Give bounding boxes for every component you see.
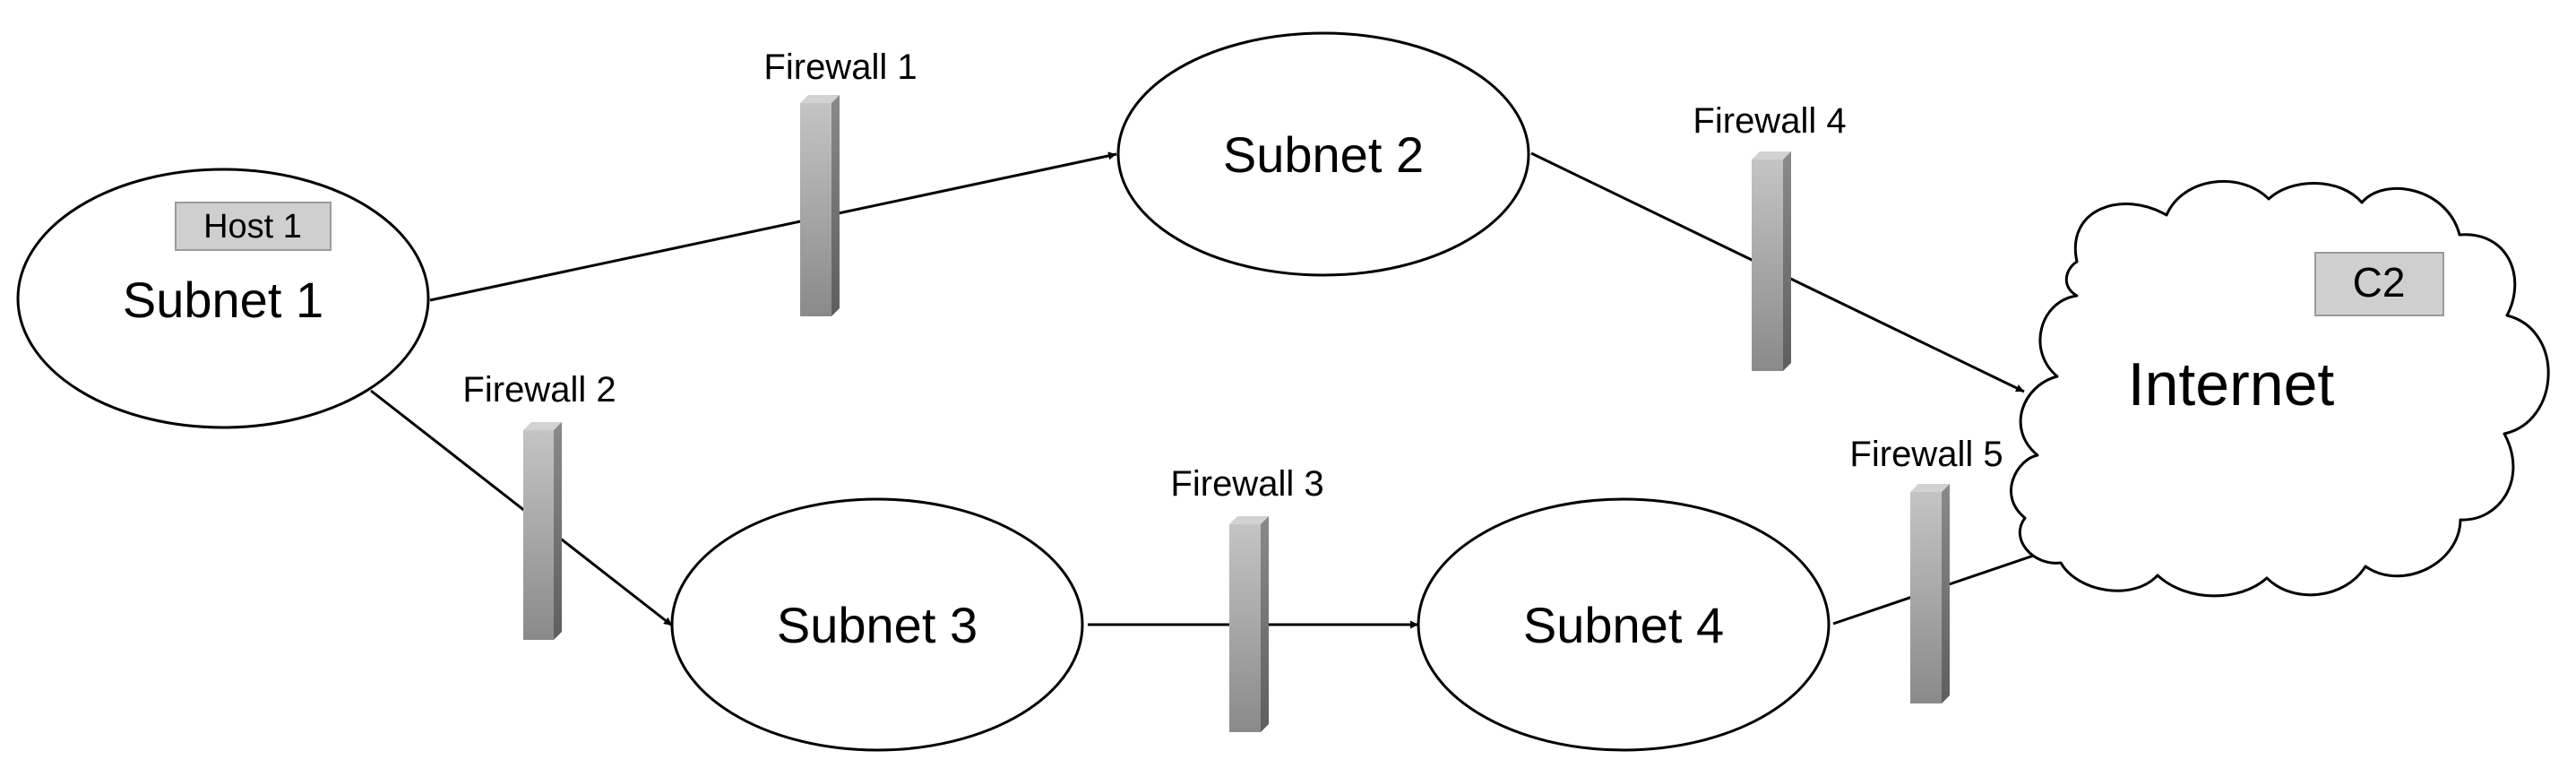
subnet-4-node: Subnet 4 (1417, 497, 1831, 752)
firewall-4: Firewall 4 (1693, 101, 1847, 371)
firewall-3-side (1261, 516, 1269, 732)
subnet-4-shape (1417, 497, 1831, 752)
link-subnet1-subnet3 (370, 389, 673, 627)
c2-label: C2 (2353, 259, 2406, 306)
firewall-1: Firewall 1 (763, 47, 918, 316)
firewall-4-side (1783, 151, 1791, 371)
firewall-5-top (1910, 484, 1950, 492)
subnet-3-node: Subnet 3 (670, 497, 1084, 752)
subnet-1-label: Subnet 1 (123, 272, 323, 328)
firewall-5: Firewall 5 (1849, 435, 2003, 703)
firewall-1-front (800, 103, 831, 316)
internet-label: Internet (2128, 350, 2335, 419)
subnet-2-label: Subnet 2 (1223, 126, 1424, 183)
host-1-label: Host 1 (203, 208, 302, 246)
firewall-4-label: Firewall 4 (1693, 101, 1846, 141)
firewall-1-top (800, 95, 840, 103)
c2-box: C2 (2314, 252, 2444, 316)
firewall-5-side (1942, 484, 1950, 703)
firewall-5-label: Firewall 5 (1849, 435, 2003, 474)
host-1-box: Host 1 (175, 202, 332, 251)
firewall-2-side (554, 422, 562, 640)
firewall-2-front (523, 430, 554, 640)
firewall-3-front (1229, 524, 1261, 732)
firewall-3-top (1229, 516, 1269, 524)
internet-cloud: Internet (2010, 179, 2550, 598)
firewall-1-side (831, 95, 840, 316)
link-subnet1-subnet2 (429, 151, 1117, 302)
subnet-3-shape (670, 497, 1084, 752)
firewall-3-label: Firewall 3 (1170, 464, 1323, 504)
firewall-1-label: Firewall 1 (763, 47, 917, 87)
subnet-4-label: Subnet 4 (1523, 597, 1724, 653)
host-1-box-shape (175, 202, 332, 251)
firewall-4-top (1752, 151, 1791, 160)
firewall-4-front (1752, 160, 1783, 371)
firewall-2-top (523, 422, 562, 430)
firewall-2-label: Firewall 2 (462, 370, 616, 410)
subnet-2-shape (1116, 31, 1530, 277)
subnet-2-node: Subnet 2 (1116, 31, 1530, 277)
firewall-2: Firewall 2 (462, 370, 616, 640)
firewall-5-front (1910, 492, 1942, 703)
connections (370, 151, 2106, 629)
subnet-3-label: Subnet 3 (777, 597, 978, 653)
firewall-3: Firewall 3 (1170, 464, 1324, 732)
c2-box-shape (2314, 252, 2444, 316)
